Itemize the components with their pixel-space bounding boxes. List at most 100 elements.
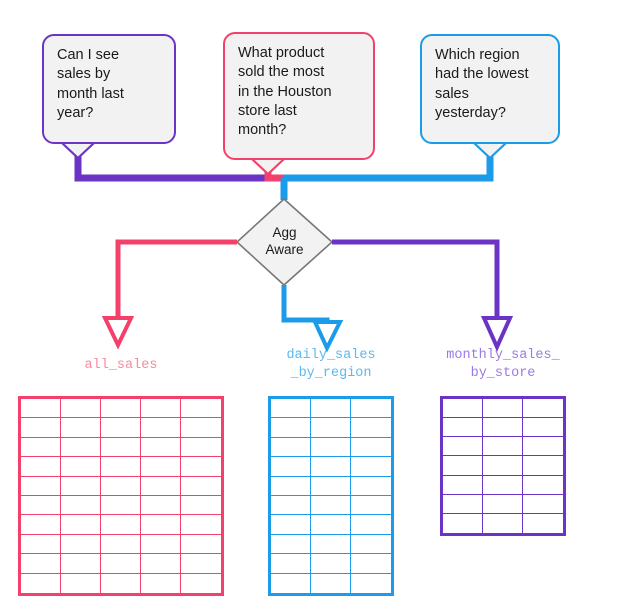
table-cell [311, 399, 351, 419]
table-cell [483, 513, 523, 533]
table-grid-monthly-sales-by-store[interactable] [440, 396, 566, 536]
table-cell [61, 457, 101, 477]
bubble-tail-q1 [61, 142, 95, 160]
table-cell [351, 437, 391, 458]
table-cell [141, 457, 181, 477]
table-cell [21, 495, 61, 516]
table-cell [21, 476, 61, 496]
table-cell [351, 554, 391, 574]
table-cell [271, 457, 311, 477]
table-cell [311, 573, 351, 593]
table-cell [141, 418, 181, 438]
table-cell [523, 456, 563, 476]
table-cell [483, 399, 523, 419]
table-cell [351, 476, 391, 496]
table-cell [181, 573, 221, 593]
table-cell [311, 495, 351, 516]
agg-aware-label-group: Agg Aware [237, 199, 332, 285]
table-cell [181, 418, 221, 438]
table-grid-all-sales[interactable] [18, 396, 224, 596]
table-cell [311, 554, 351, 574]
table-cell [181, 457, 221, 477]
table-cell [443, 494, 483, 514]
table-cell [443, 437, 483, 457]
table-cell [181, 476, 221, 496]
table-cell [351, 534, 391, 555]
table-cell [21, 457, 61, 477]
table-cell [101, 495, 141, 516]
table-cell [21, 399, 61, 419]
table-cell [141, 437, 181, 458]
table-cell [21, 554, 61, 574]
table-cell [61, 418, 101, 438]
arrowhead-daily-sales [311, 320, 344, 353]
table-cell [523, 494, 563, 514]
table-cell [351, 495, 391, 516]
table-cell [61, 476, 101, 496]
table-cell [523, 513, 563, 533]
table-cell [141, 534, 181, 555]
table-cell [61, 573, 101, 593]
table-cell [523, 475, 563, 495]
table-cell [351, 515, 391, 535]
bubble-tail-q2 [251, 158, 285, 176]
table-cell [21, 573, 61, 593]
table-caption-daily-sales-by-region: daily_sales _by_region [286, 348, 376, 381]
question-bubble-1[interactable]: Can I see sales by month last year? [42, 34, 176, 144]
table-cell [61, 554, 101, 574]
connector-q3-to-bus [284, 156, 494, 182]
agg-aware-node[interactable]: Agg Aware [237, 199, 332, 285]
table-cell [141, 554, 181, 574]
table-cell [483, 475, 523, 495]
agg-aware-label-line1: Agg [272, 225, 297, 241]
table-cell [483, 437, 523, 457]
table-cell [61, 399, 101, 419]
arrowhead-monthly-sales [480, 316, 514, 352]
table-cell [271, 554, 311, 574]
table-cell [271, 437, 311, 458]
question-bubble-3[interactable]: Which region had the lowest sales yester… [420, 34, 560, 144]
table-cell [181, 534, 221, 555]
table-cell [311, 515, 351, 535]
table-cell [443, 399, 483, 419]
connector-router-to-all-sales [115, 239, 237, 318]
table-cell [311, 437, 351, 458]
table-cell [351, 418, 391, 438]
table-cell [61, 437, 101, 458]
table-cell [141, 515, 181, 535]
table-cell [181, 437, 221, 458]
table-cell [271, 573, 311, 593]
table-cell [443, 513, 483, 533]
table-cell [351, 573, 391, 593]
table-cell [61, 534, 101, 555]
table-cell [311, 418, 351, 438]
table-cell [311, 457, 351, 477]
table-grid-daily-sales-by-region[interactable] [268, 396, 394, 596]
table-cell [483, 494, 523, 514]
table-cell [271, 515, 311, 535]
table-cell [483, 418, 523, 438]
table-cell [101, 437, 141, 458]
connector-router-to-monthly-sales [332, 239, 500, 318]
arrowhead-all-sales [101, 316, 135, 350]
table-cell [101, 457, 141, 477]
table-cell [523, 399, 563, 419]
question-bubble-2[interactable]: What product sold the most in the Housto… [223, 32, 375, 160]
table-cell [311, 476, 351, 496]
table-cell [311, 534, 351, 555]
table-cell [141, 573, 181, 593]
table-cell [21, 515, 61, 535]
table-caption-all-sales: all_sales [84, 358, 158, 373]
table-cell [271, 418, 311, 438]
table-cell [181, 515, 221, 535]
table-cell [101, 476, 141, 496]
table-cell [483, 456, 523, 476]
table-cell [181, 399, 221, 419]
table-cell [523, 418, 563, 438]
table-cell [21, 534, 61, 555]
table-cell [141, 495, 181, 516]
connector-q1-to-bus [74, 156, 268, 182]
table-cell [181, 495, 221, 516]
table-cell [271, 476, 311, 496]
